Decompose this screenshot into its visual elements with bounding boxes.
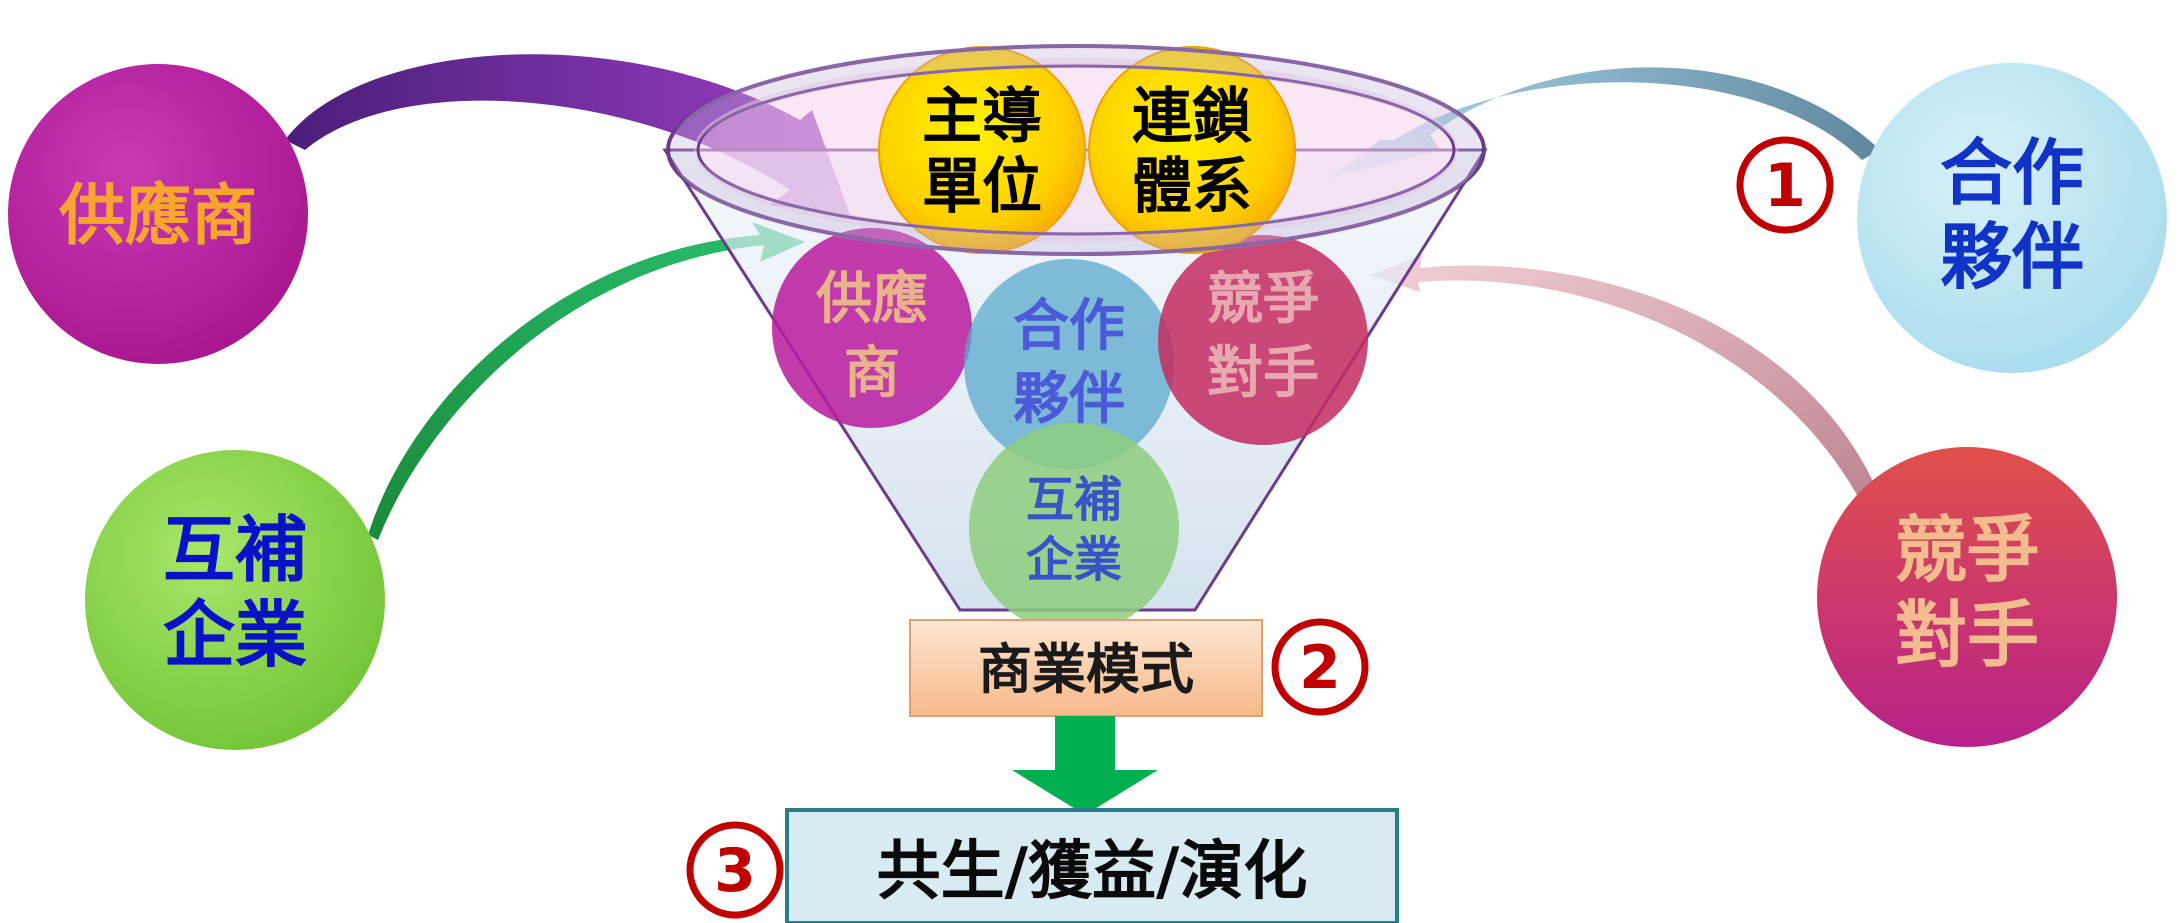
arrow-supplier-to-funnel	[285, 54, 850, 216]
competitor-label-line2: 對手	[1895, 593, 2039, 677]
step-marker-1-label: 1	[1764, 151, 1806, 221]
funnel-rim	[666, 44, 1486, 256]
step-marker-2-label: 2	[1299, 633, 1341, 703]
complement-label-line2: 企業	[163, 593, 307, 677]
chain-system-line1: 連鎖	[1132, 82, 1252, 152]
partner-node: 合作 夥伴	[1857, 63, 2167, 373]
funnel-supplier-line2: 商	[844, 341, 900, 406]
lead-unit-circle: 主導 單位	[878, 46, 1086, 254]
down-arrow	[1012, 716, 1158, 815]
funnel-supplier-circle: 供應 商	[772, 228, 972, 428]
funnel-competitor-line2: 對手	[1207, 341, 1319, 406]
step-marker-1: 1	[1736, 136, 1834, 234]
step-marker-2: 2	[1271, 618, 1369, 716]
funnel-competitor-circle: 競爭 對手	[1158, 235, 1368, 445]
arrow-competitor-to-funnel	[1370, 255, 1885, 520]
lead-unit-line1: 主導	[922, 82, 1042, 152]
arrow-partner-to-funnel	[1330, 67, 1880, 178]
funnel-complement-line1: 互補	[1026, 472, 1122, 528]
funnel-supplier-line1: 供應	[816, 267, 928, 332]
chain-system-line2: 體系	[1132, 152, 1252, 222]
lead-unit-line2: 單位	[922, 152, 1042, 222]
supplier-label: 供應商	[59, 177, 257, 254]
business-model-label: 商業模式	[978, 638, 1194, 701]
funnel-competitor-line1: 競爭	[1207, 267, 1319, 332]
competitor-node: 競爭 對手	[1817, 447, 2117, 747]
funnel-partner-line1: 合作	[1013, 294, 1125, 359]
business-model-box: 商業模式	[909, 619, 1263, 717]
funnel-complement-line2: 企業	[1026, 532, 1122, 588]
funnel-partner-line2: 夥伴	[1013, 367, 1125, 432]
supplier-node: 供應商	[8, 64, 308, 364]
complement-label-line1: 互補	[163, 508, 307, 592]
competitor-label-line1: 競爭	[1895, 508, 2039, 592]
step-marker-3-label: 3	[714, 836, 756, 906]
funnel-complement-circle: 互補 企業	[969, 423, 1179, 633]
funnel-partner-circle: 合作 夥伴	[964, 259, 1174, 469]
chain-system-circle: 連鎖 體系	[1088, 46, 1296, 254]
arrow-complement-to-funnel	[368, 222, 805, 540]
step-marker-3: 3	[686, 821, 784, 919]
outcome-box: 共生/獲益/演化	[785, 808, 1399, 923]
complement-node: 互補 企業	[85, 450, 385, 750]
outcome-label: 共生/獲益/演化	[877, 835, 1308, 909]
partner-label-line2: 夥伴	[1940, 215, 2084, 299]
partner-label-line1: 合作	[1940, 131, 2084, 215]
